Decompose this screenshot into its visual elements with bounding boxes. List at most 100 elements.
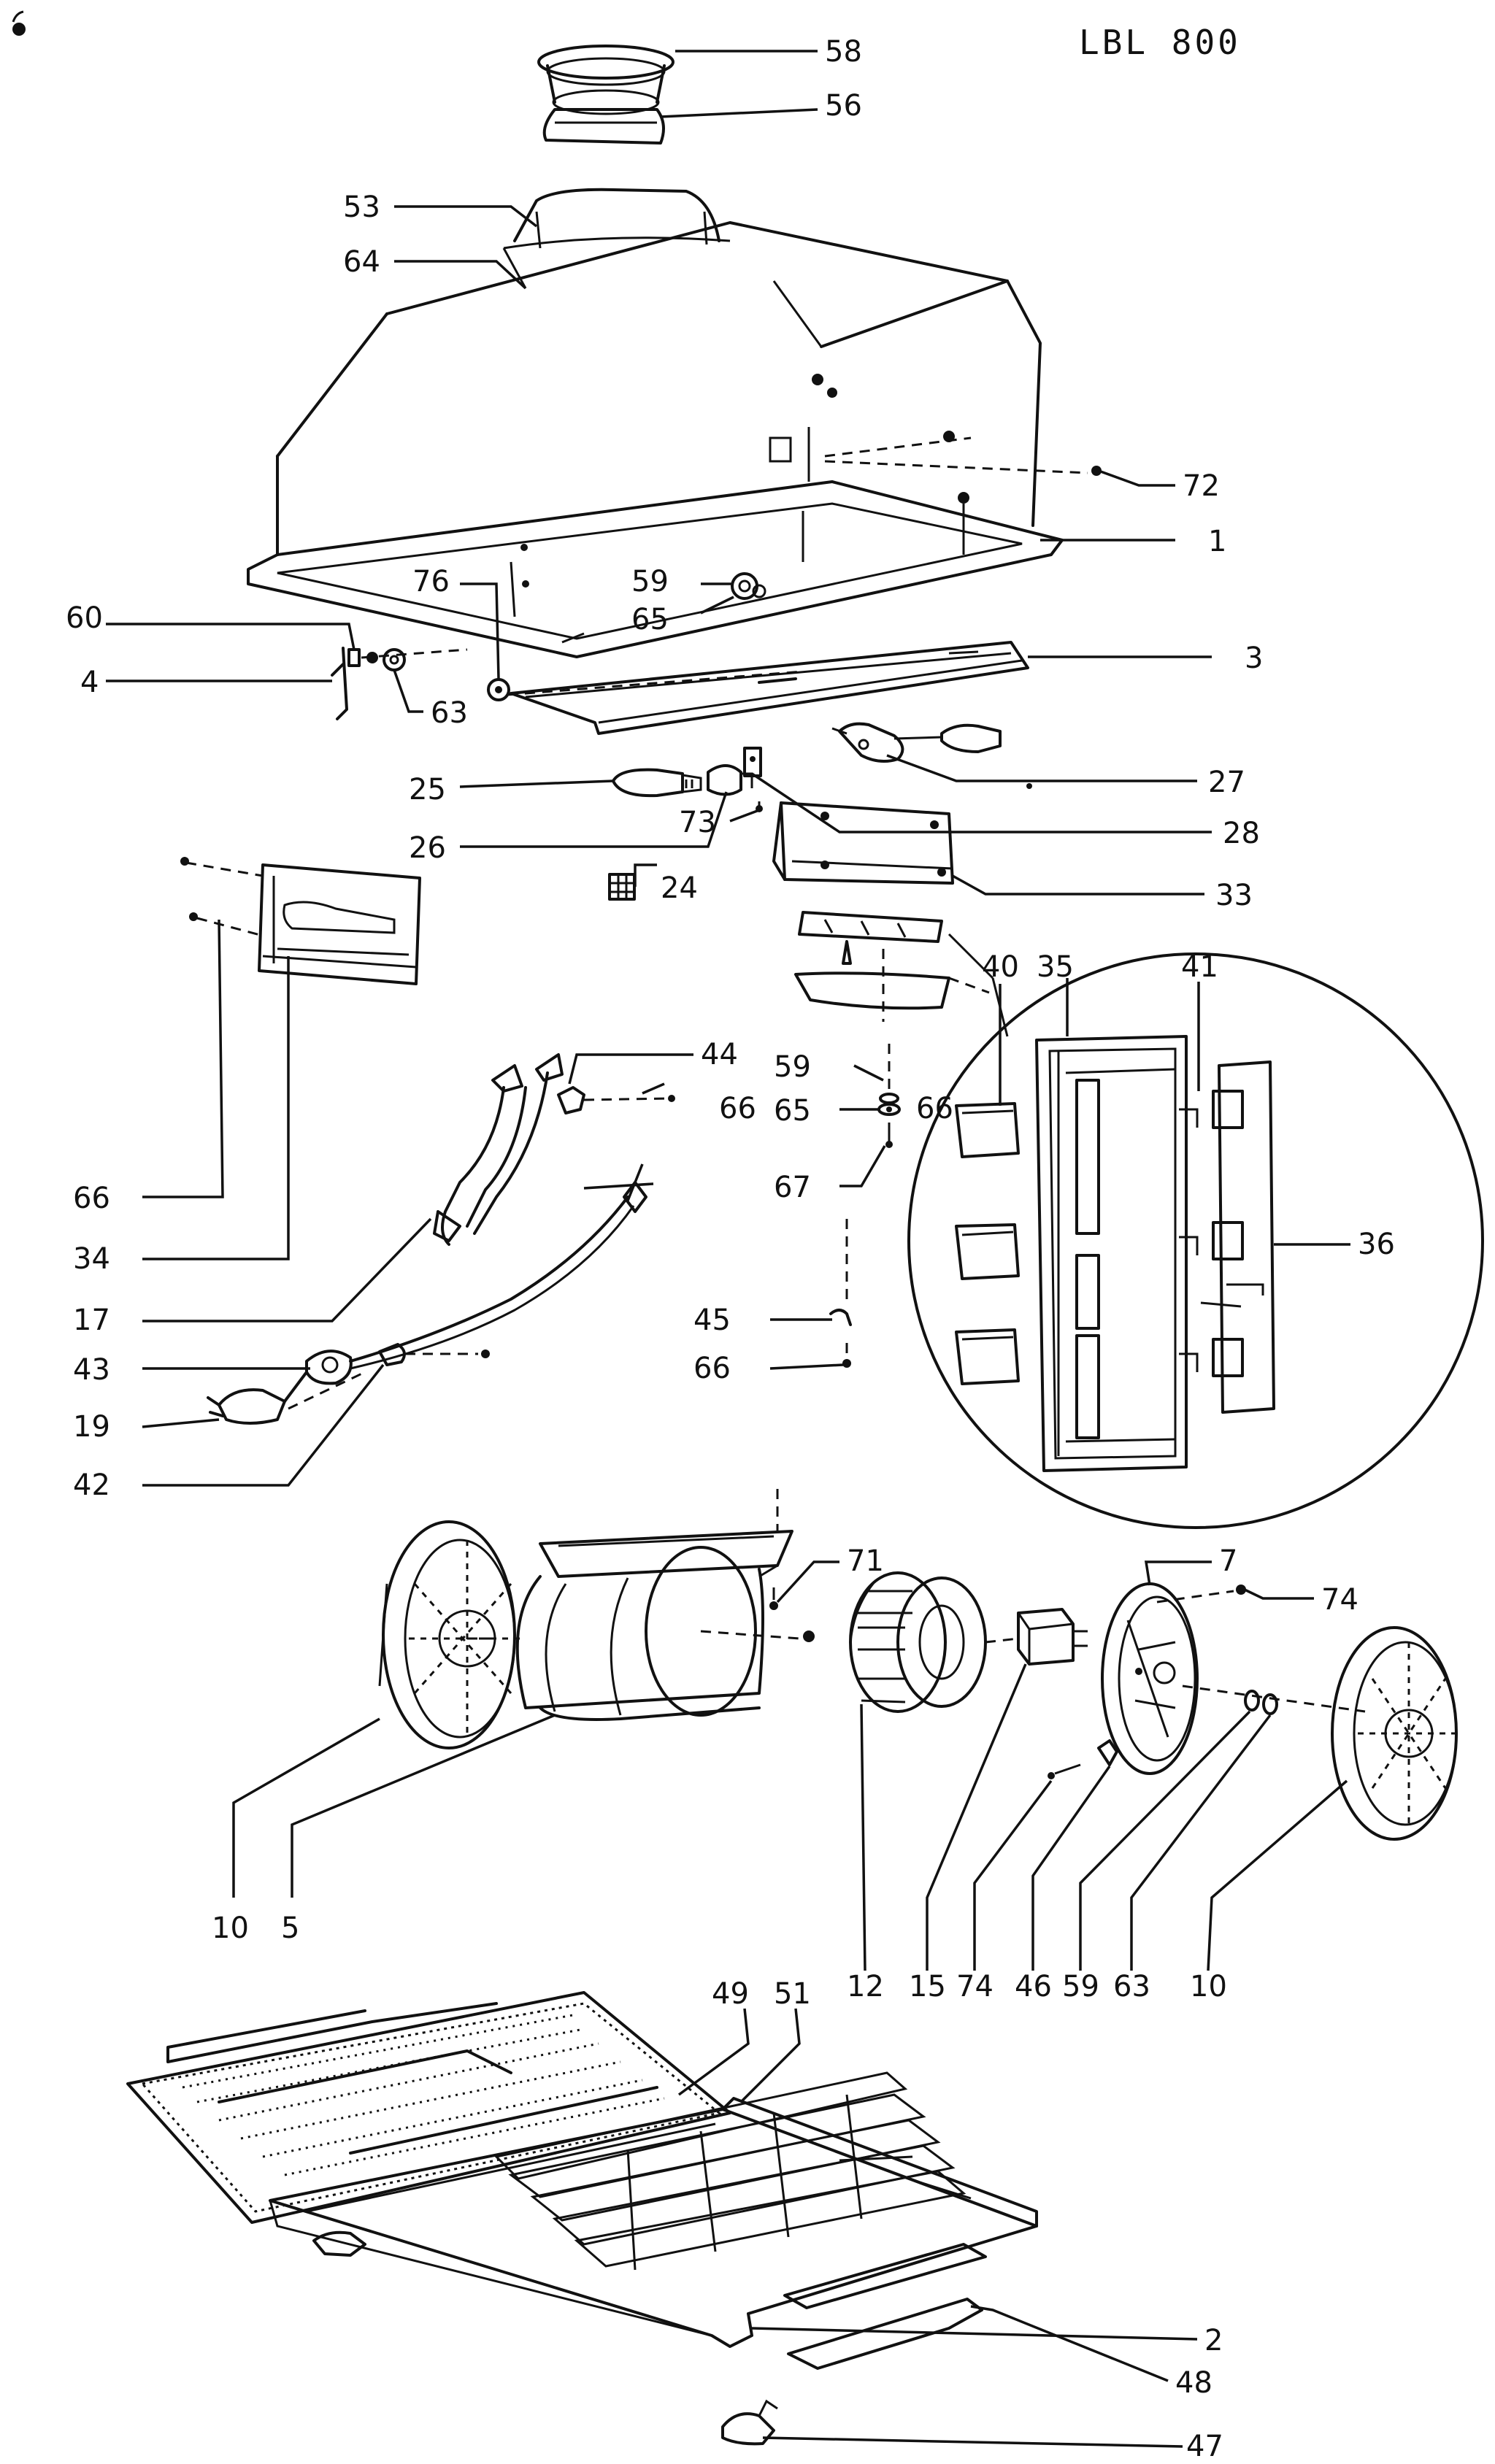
callout-53: 53 <box>343 190 380 224</box>
part-74-screw-top <box>1236 1585 1246 1595</box>
leader-dash-body <box>824 436 972 458</box>
callout-66b: 66 <box>916 1092 953 1125</box>
callout-12: 12 <box>847 1970 884 2003</box>
callout-10a: 10 <box>212 1911 249 1945</box>
callout-42: 42 <box>73 1468 110 1502</box>
callout-72: 72 <box>1183 469 1220 503</box>
callout-1: 1 <box>1208 525 1226 558</box>
callout-40: 40 <box>982 950 1019 984</box>
part-59-65-67-stack <box>877 1044 901 1148</box>
callout-59b: 59 <box>774 1050 811 1084</box>
callout-7: 7 <box>1219 1544 1237 1578</box>
part-41-switch-bank <box>1179 1060 1275 1414</box>
dash-10b <box>1182 1685 1366 1713</box>
part-48-handle <box>787 2298 983 2370</box>
part-43-cable-grommet <box>305 1350 353 1385</box>
callout-19: 19 <box>73 1410 110 1444</box>
callout-2: 2 <box>1204 2324 1223 2357</box>
callout-35: 35 <box>1037 950 1074 984</box>
part-44-connector <box>557 1086 585 1114</box>
callout-3: 3 <box>1245 642 1263 675</box>
callout-59c: 59 <box>1062 1970 1099 2003</box>
part-screw-34a <box>180 857 189 866</box>
callout-64: 64 <box>343 245 380 279</box>
callout-4: 4 <box>80 666 99 699</box>
callout-59a: 59 <box>631 565 669 598</box>
part-60-63-washer <box>347 648 406 671</box>
callout-63b: 63 <box>1113 1970 1150 2003</box>
dash-60 <box>361 648 468 659</box>
callout-34: 34 <box>73 1242 110 1276</box>
callout-44: 44 <box>701 1038 738 1071</box>
part-28-clip <box>743 747 762 777</box>
dash-42b <box>288 1371 366 1410</box>
part-49-filter <box>126 1991 731 2224</box>
part-switch-block <box>798 911 943 965</box>
part-10-left-cover <box>378 1520 526 1749</box>
corner-mark <box>12 10 26 36</box>
part-58-ring <box>537 45 675 115</box>
callout-15: 15 <box>909 1970 946 2003</box>
callout-46: 46 <box>1015 1970 1052 2003</box>
part-17-wire-harness <box>433 1053 564 1246</box>
callout-33: 33 <box>1215 879 1253 912</box>
part-27-lamp-assembly <box>831 722 1002 763</box>
callout-63a: 63 <box>431 696 468 730</box>
dash-74a <box>1156 1590 1234 1603</box>
part-1-hood-body <box>247 188 1064 658</box>
part-2-bottom-panel <box>269 2097 1038 2348</box>
callout-74a: 74 <box>1321 1583 1358 1617</box>
callout-67: 67 <box>774 1171 811 1204</box>
part-7-motor-plate <box>1101 1582 1199 1775</box>
part-screw-34b <box>189 912 198 921</box>
part-45-clip <box>829 1219 852 1326</box>
callout-45: 45 <box>693 1304 731 1337</box>
dash-15 <box>985 1637 1019 1644</box>
part-34-bracket <box>258 863 421 985</box>
dash-44 <box>583 1097 669 1101</box>
dash-34b <box>196 917 264 937</box>
part-10-right-cover <box>1331 1626 1460 1841</box>
part-5-housing <box>515 1530 793 1721</box>
part-33-switch-box <box>772 801 954 885</box>
callout-58: 58 <box>825 35 862 69</box>
leader-72-dash <box>824 460 1088 474</box>
part-12-impeller <box>849 1571 987 1713</box>
part-25-lamp <box>612 768 702 798</box>
dash-33 <box>948 933 994 979</box>
part-59-63-washers <box>1244 1690 1278 1715</box>
part-71-screw <box>769 1489 779 1610</box>
part-59-65-nut <box>731 572 766 600</box>
dot-1 <box>1026 783 1032 789</box>
callout-41: 41 <box>1181 950 1218 984</box>
callout-25: 25 <box>409 773 446 806</box>
part-screw-66a <box>668 1095 675 1102</box>
part-40-knobs <box>955 1102 1020 1385</box>
part-51-grille <box>493 2071 966 2271</box>
callout-65a: 65 <box>631 603 669 636</box>
leader-lines <box>106 50 1350 2448</box>
callout-66a: 66 <box>719 1092 756 1125</box>
callout-48: 48 <box>1175 2366 1212 2400</box>
callout-65b: 65 <box>774 1094 811 1128</box>
callout-71: 71 <box>847 1544 884 1578</box>
callout-60: 60 <box>66 601 103 635</box>
part-42-connector <box>378 1343 406 1366</box>
detail-circle-36 <box>907 952 1484 1529</box>
part-24-terminal <box>608 873 636 901</box>
dash-3 <box>507 670 804 696</box>
part-washer-12 <box>803 1631 815 1642</box>
part-72-screw <box>1091 466 1102 476</box>
callout-10b: 10 <box>1190 1970 1227 2003</box>
callout-5: 5 <box>281 1911 299 1945</box>
callout-49: 49 <box>712 1977 749 2011</box>
callout-24: 24 <box>661 871 698 905</box>
callout-26: 26 <box>409 831 446 865</box>
part-screw-66b <box>842 1343 851 1368</box>
dash-strip <box>948 977 990 994</box>
callout-27: 27 <box>1208 766 1245 799</box>
dash-34a <box>185 861 264 877</box>
callout-47: 47 <box>1186 2430 1223 2463</box>
callout-66d: 66 <box>693 1352 731 1385</box>
